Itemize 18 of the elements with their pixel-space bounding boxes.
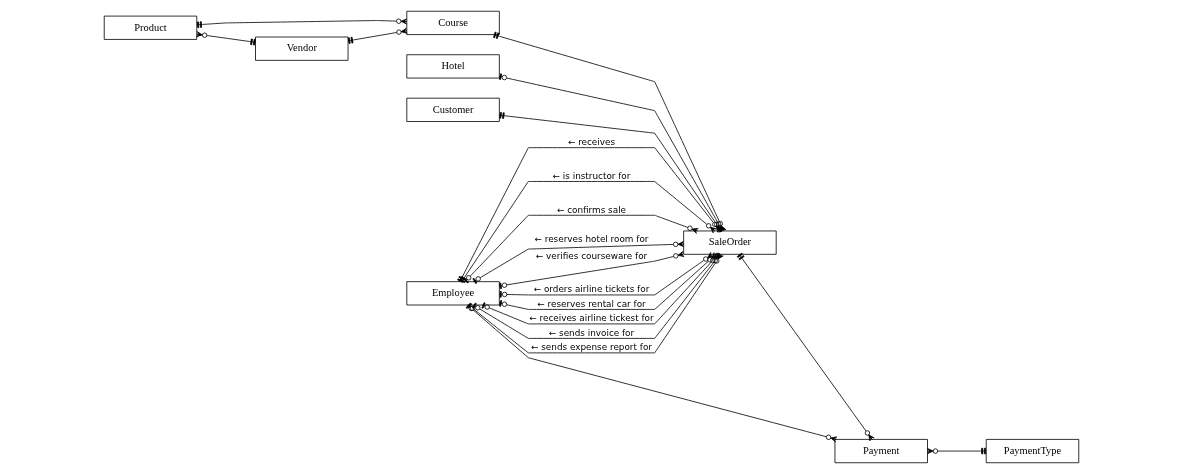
connector xyxy=(736,252,875,442)
edge-label: ← is instructor for xyxy=(552,170,631,181)
edge-label: ← sends expense report for xyxy=(531,342,652,353)
edge-label: ← orders airline tickets for xyxy=(533,284,650,295)
connector xyxy=(196,31,256,46)
edge-label: ← receives airline tickest for xyxy=(529,313,654,324)
connector xyxy=(499,251,685,290)
node-box: Payment xyxy=(834,439,928,464)
edge-label: ← confirms sale xyxy=(556,204,627,215)
edge-label: ← receives xyxy=(567,137,616,148)
connector xyxy=(196,18,408,28)
connector xyxy=(472,241,685,284)
edge-label: ← sends invoice for xyxy=(548,327,635,338)
edge-label: ← verifies courseware for xyxy=(535,250,648,261)
connector xyxy=(347,27,408,44)
edge-label: ← reserves rental car for xyxy=(537,298,646,309)
edge-label: ← reserves hotel room for xyxy=(534,234,649,245)
node-box: Hotel xyxy=(406,54,500,79)
